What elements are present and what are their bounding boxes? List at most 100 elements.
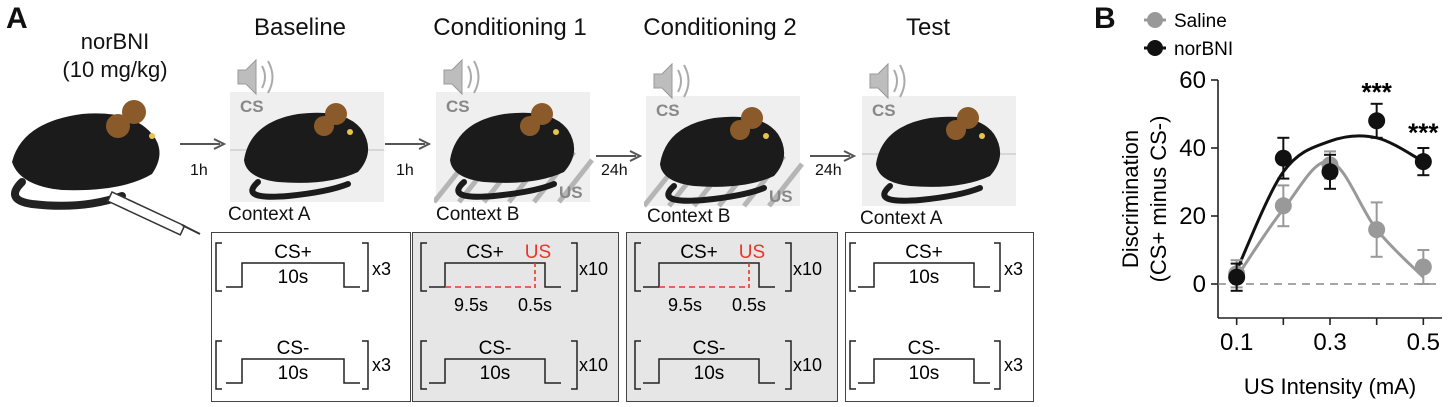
mouse-icon (450, 103, 575, 200)
delay-label-3: 24h (601, 162, 628, 179)
delay-label-4: 24h (815, 162, 842, 179)
protocol-diagram: CS+ US 9.5s 0.5s x10 CS- 10s x10 (634, 242, 822, 390)
context-label-3: Context B (647, 206, 731, 227)
cs-plus-label: CS+ (680, 242, 718, 263)
y-tick-label: 20 (1179, 203, 1206, 230)
protocol-diagram: CS+ 10s x3 CS- 10s x3 (849, 242, 1023, 390)
y-tick-label: 40 (1179, 135, 1206, 162)
stage-title-baseline: Baseline (253, 14, 347, 41)
legend-label: norBNI (1174, 39, 1233, 60)
cs-minus-label: CS- (277, 338, 310, 359)
data-point-norbni (1274, 149, 1292, 167)
x-axis-label: US Intensity (mA) (1244, 374, 1416, 399)
stage-3-scene: CS US (644, 62, 804, 208)
cs-minus-label: CS- (693, 338, 726, 359)
cs-split-label: 9.5s (454, 295, 488, 315)
drug-dose: (10 mg/kg) (62, 57, 168, 82)
duration-label: 10s (278, 267, 309, 288)
cs-minus-label: CS- (908, 338, 941, 359)
duration-label: 10s (480, 363, 511, 384)
x-tick-label: 0.1 (1220, 329, 1253, 356)
protocol-diagram: CS+ US 9.5s 0.5s x10 CS- 10s x10 (420, 242, 608, 390)
repeat-count-minus: x3 (1004, 355, 1023, 375)
arrow-3-icon (596, 150, 643, 162)
protocol-box-test: CS+ 10s x3 CS- 10s x3 (845, 232, 1034, 402)
us-label: US (739, 242, 765, 263)
duration-label: 10s (278, 363, 309, 384)
repeat-count-plus: x10 (579, 259, 608, 279)
cs-plus-label: CS+ (466, 242, 504, 263)
stage-4-scene: CS (862, 62, 1016, 206)
cs-label: CS (446, 97, 470, 116)
protocol-diagram: CS+ 10s x3 CS- 10s x3 (215, 242, 391, 390)
panel-a-letter: A (6, 2, 28, 35)
arrow-1-icon (180, 138, 227, 150)
injected-mouse (11, 100, 201, 236)
drug-name: norBNI (80, 29, 150, 54)
y-axis-label: Discrimination(CS+ minus CS-) (1118, 116, 1171, 283)
discrimination-chart: 0 20 40 60 0.1 0.3 0.5 US Intensity (mA) Discrim… (1118, 11, 1442, 399)
arrow-4-icon (810, 150, 857, 162)
stage-2-scene: CS US (434, 58, 594, 204)
repeat-count-plus: x3 (1004, 259, 1023, 279)
duration-label: 10s (694, 363, 725, 384)
mouse-icon (876, 107, 1001, 204)
protocol-box-conditioning-2: CS+ US 9.5s 0.5s x10 CS- 10s x10 (626, 232, 838, 402)
speaker-icon (869, 62, 906, 100)
speaker-icon (653, 62, 690, 100)
arrow-2-icon (385, 138, 432, 150)
data-point-saline (1368, 221, 1386, 239)
duration-label: 10s (909, 267, 940, 288)
stage-1-scene: CS (230, 58, 384, 202)
us-label: US (525, 242, 551, 263)
data-point-norbni (1414, 153, 1432, 171)
panel-b-letter: B (1094, 2, 1116, 35)
legend-label: Saline (1174, 11, 1227, 32)
protocol-box-conditioning-1: CS+ US 9.5s 0.5s x10 CS- 10s x10 (412, 232, 619, 402)
y-tick-label: 0 (1193, 271, 1206, 298)
cs-label: CS (656, 101, 680, 120)
repeat-count-minus: x3 (372, 355, 391, 375)
injection-label: norBNI (10 mg/kg) (40, 28, 190, 84)
us-split-label: 0.5s (732, 295, 766, 315)
y-axis-label-line: (CS+ minus CS-) (1146, 116, 1171, 283)
cs-plus-label: CS+ (905, 242, 943, 263)
y-axis-label-line: Discrimination (1118, 130, 1143, 268)
data-point-norbni (1321, 163, 1339, 181)
x-tick-label: 0.3 (1313, 329, 1346, 356)
us-split-label: 0.5s (518, 295, 552, 315)
fit-curve-norbni (1235, 134, 1425, 272)
repeat-count-minus: x10 (579, 355, 608, 375)
repeat-count-minus: x10 (793, 355, 822, 375)
data-point-norbni (1368, 112, 1386, 130)
context-label-1: Context A (228, 204, 311, 225)
legend-marker (1147, 40, 1163, 56)
us-label: US (769, 187, 793, 206)
mouse-icon (660, 107, 785, 204)
stage-title-conditioning-2: Conditioning 2 (643, 14, 797, 41)
stage-title-conditioning-1: Conditioning 1 (433, 14, 587, 41)
mouse-icon (244, 103, 369, 200)
y-tick-label: 60 (1179, 67, 1206, 94)
cs-label: CS (240, 97, 264, 116)
repeat-count-plus: x10 (793, 259, 822, 279)
significance-marker: *** (1408, 118, 1439, 148)
repeat-count-plus: x3 (372, 259, 391, 279)
delay-label-1: 1h (190, 162, 208, 179)
cs-split-label: 9.5s (668, 295, 702, 315)
significance-marker: *** (1361, 77, 1392, 107)
duration-label: 10s (909, 363, 940, 384)
legend-marker (1147, 12, 1163, 28)
data-point-saline (1414, 258, 1432, 276)
x-tick-label: 0.5 (1407, 329, 1440, 356)
cs-label: CS (872, 101, 896, 120)
data-point-norbni (1228, 268, 1246, 286)
speaker-icon (237, 58, 274, 96)
protocol-box-baseline: CS+ 10s x3 CS- 10s x3 (211, 232, 411, 402)
delay-label-2: 1h (396, 162, 414, 179)
stage-title-test: Test (905, 14, 950, 41)
context-label-2: Context B (436, 204, 520, 225)
cs-minus-label: CS- (479, 338, 512, 359)
data-point-saline (1274, 197, 1292, 215)
context-label-4: Context A (860, 208, 943, 229)
